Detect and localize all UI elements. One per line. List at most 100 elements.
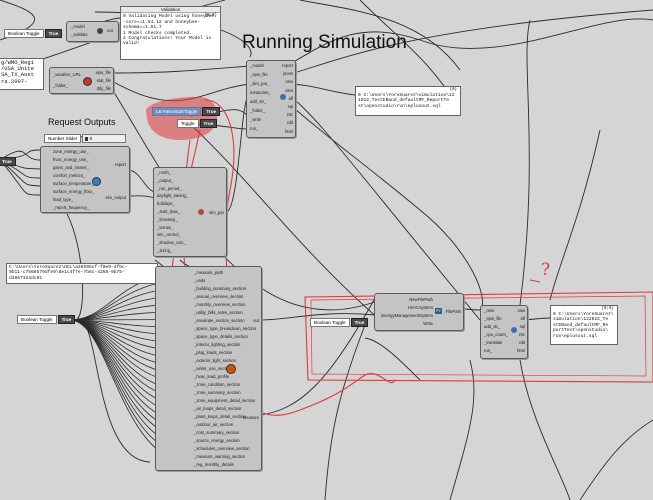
output-sim-par[interactable]: sim_par bbox=[209, 210, 224, 215]
input-port[interactable]: _utility_bills_rates_section bbox=[194, 310, 243, 315]
input-port[interactable]: daylight_saving_ bbox=[157, 193, 189, 199]
output-stat-file[interactable]: stat_file bbox=[96, 78, 111, 83]
report-measure-component[interactable]: _measure_path _units _building_summary_sec… bbox=[155, 266, 262, 471]
input-port[interactable]: _translate bbox=[484, 340, 503, 345]
input-port[interactable]: zone_energy_use_ bbox=[53, 149, 89, 154]
output-port[interactable]: sql bbox=[287, 104, 293, 109]
input-port[interactable]: _envelope_section_section bbox=[194, 318, 245, 323]
weather-url-panel[interactable]: g/WMO_Regi /USA_Unite SA_TX_Aust ra.2007… bbox=[0, 58, 44, 90]
input-port[interactable]: _sim_par_ bbox=[250, 81, 270, 86]
output-measure[interactable]: measure bbox=[242, 415, 259, 420]
result-sql-panel[interactable]: {0;0} 0 C:\Users\YoreSuarez\ simulation\… bbox=[550, 305, 618, 345]
output-port[interactable]: jsons bbox=[283, 71, 293, 77]
input-port[interactable]: _schedules_overview_section bbox=[194, 446, 250, 451]
input-port[interactable]: _epw_file bbox=[484, 316, 502, 321]
input-port[interactable]: load_type_ bbox=[53, 197, 74, 202]
input-port[interactable]: _write bbox=[250, 117, 262, 122]
input-port[interactable]: _zone_summary_section bbox=[194, 390, 241, 395]
input-port[interactable]: _space_type_breakdown_section bbox=[194, 326, 257, 331]
toggle-value[interactable]: True bbox=[199, 119, 218, 128]
input-write[interactable]: Write bbox=[423, 321, 433, 326]
input-port[interactable]: add_str_ bbox=[250, 99, 267, 104]
output-port[interactable]: html bbox=[285, 128, 293, 134]
lb-false-start-toggle[interactable]: LB FalseStartToggle True bbox=[152, 107, 221, 116]
input-weather-url[interactable]: _weather_URL bbox=[53, 72, 81, 77]
output-port[interactable]: zsz bbox=[518, 332, 525, 337]
input-port[interactable]: hvac_energy_use_ bbox=[53, 157, 89, 162]
input-port[interactable]: _units bbox=[194, 278, 206, 283]
input-port[interactable]: _plug_loads_section bbox=[194, 350, 233, 355]
input-port[interactable]: surface_energy_flow_ bbox=[53, 189, 94, 194]
output-port[interactable]: osw bbox=[285, 79, 293, 85]
boolean-toggle-mid[interactable]: Boolean Toggle True bbox=[310, 318, 369, 327]
input-port[interactable]: _water_use_section bbox=[194, 366, 232, 371]
input-port[interactable]: surface_temperature_ bbox=[53, 181, 94, 186]
input-port[interactable]: _source_energy_section bbox=[194, 438, 240, 443]
file-path-component[interactable]: NewFilePath HVACSystem EnergyManagementS… bbox=[374, 293, 464, 331]
input-port[interactable]: _timestep_ bbox=[157, 216, 178, 222]
toggle-2[interactable]: Toggle True bbox=[177, 119, 218, 128]
input-validate[interactable]: _validate bbox=[71, 32, 88, 37]
output-port[interactable]: rdd bbox=[518, 340, 525, 345]
input-port[interactable]: _outdoor_air_section bbox=[194, 422, 234, 427]
input-port[interactable]: gains_and_losses_ bbox=[53, 165, 89, 170]
input-port[interactable]: _cost_summary_section bbox=[194, 430, 240, 435]
output-port[interactable]: idf bbox=[520, 316, 525, 321]
input-port[interactable]: _north_ bbox=[157, 170, 172, 175]
output-port[interactable]: report bbox=[282, 63, 293, 68]
input-port[interactable]: measures_ bbox=[250, 90, 271, 95]
input-port[interactable]: _monthly_overview_section bbox=[194, 302, 246, 307]
output-port[interactable]: rdd bbox=[286, 120, 293, 126]
input-port[interactable]: _reg_monthly_details bbox=[194, 462, 234, 467]
toggle-value[interactable]: True bbox=[57, 315, 76, 324]
model-check-component[interactable]: _model _validate out bbox=[66, 21, 119, 42]
input-port[interactable]: _hvac_load_profile bbox=[194, 374, 230, 379]
output-port[interactable]: html bbox=[517, 348, 525, 353]
output-report[interactable]: report bbox=[115, 162, 126, 167]
input-port[interactable]: _folder_ bbox=[250, 108, 266, 113]
output-port[interactable]: osw bbox=[517, 308, 525, 313]
input-port[interactable]: run_ bbox=[484, 348, 493, 353]
measure-path-panel[interactable]: C:\Users\YoreSuarez\HCL\a35595cf-f0e9-4f… bbox=[6, 263, 158, 284]
toggle-value[interactable]: True bbox=[0, 157, 16, 166]
input-port[interactable]: _interior_lighting_section bbox=[194, 342, 241, 347]
input-port[interactable]: _building_summary_section bbox=[194, 286, 246, 291]
input-port[interactable]: _measure_path bbox=[194, 270, 224, 275]
input-port[interactable]: _report_frequency_ bbox=[53, 205, 90, 210]
output-port[interactable]: idf bbox=[288, 95, 293, 101]
sql-path-panel[interactable]: {0} 0 C:\Users\YoreSuarez\simulation\22 … bbox=[355, 86, 461, 116]
input-port[interactable]: _annual_overview_section bbox=[194, 294, 244, 299]
run-osm-component[interactable]: _osm _epw_file add_str_ _cpu_count_ _transla… bbox=[480, 305, 528, 359]
input-port[interactable]: _space_type_details_section bbox=[194, 334, 248, 339]
input-port[interactable]: add_str_ bbox=[484, 324, 501, 329]
run-simulation-component[interactable]: _model _epw_file _sim_par_ measures_ add_str… bbox=[246, 60, 296, 138]
input-port[interactable]: _model bbox=[250, 63, 264, 68]
input-port[interactable]: _sizing_ bbox=[157, 248, 173, 253]
output-sim-output[interactable]: sim_output bbox=[105, 195, 126, 200]
input-port[interactable]: _epw_file bbox=[250, 72, 268, 77]
download-weather-component[interactable]: _weather_URL _folder_ epw_file stat_file… bbox=[49, 67, 114, 94]
input-model[interactable]: _model bbox=[71, 24, 85, 29]
input-folder[interactable]: _folder_ bbox=[53, 83, 69, 88]
number-slider[interactable]: Number Slider 0 bbox=[44, 134, 127, 143]
validation-panel[interactable]: Validation {0;0} 0 Validating Model usin… bbox=[120, 6, 221, 60]
input-port[interactable]: _run_period_ bbox=[157, 185, 182, 191]
output-port[interactable]: sql bbox=[519, 324, 525, 329]
toggle-value[interactable]: True bbox=[350, 318, 369, 327]
input-port[interactable]: _shadow_calc_ bbox=[157, 240, 186, 246]
boolean-toggle-lower[interactable]: Boolean Toggle True bbox=[17, 315, 76, 324]
output-epw-file[interactable]: epw_file bbox=[95, 70, 111, 75]
output-out[interactable]: out bbox=[253, 318, 259, 323]
boolean-toggle-top[interactable]: Boolean Toggle True bbox=[4, 29, 63, 38]
input-port[interactable]: comfort_metrics_ bbox=[53, 173, 86, 178]
slider-grip-icon[interactable] bbox=[85, 136, 89, 141]
input-port[interactable]: _air_loops_detail_section bbox=[194, 406, 242, 411]
input-port[interactable]: _plant_loops_detail_section bbox=[194, 414, 246, 419]
boolean-toggle-left[interactable]: True bbox=[0, 157, 16, 166]
input-port[interactable]: _osm bbox=[484, 308, 495, 313]
input-port[interactable]: _cpu_count_ bbox=[484, 332, 508, 337]
simulation-parameter-component[interactable]: _north__output__run_period_daylight_savi… bbox=[153, 167, 227, 257]
toggle-value[interactable]: True bbox=[44, 29, 63, 38]
input-port[interactable]: _start_dow_ bbox=[157, 209, 180, 214]
input-hvac-system[interactable]: HVACSystem bbox=[407, 305, 433, 310]
